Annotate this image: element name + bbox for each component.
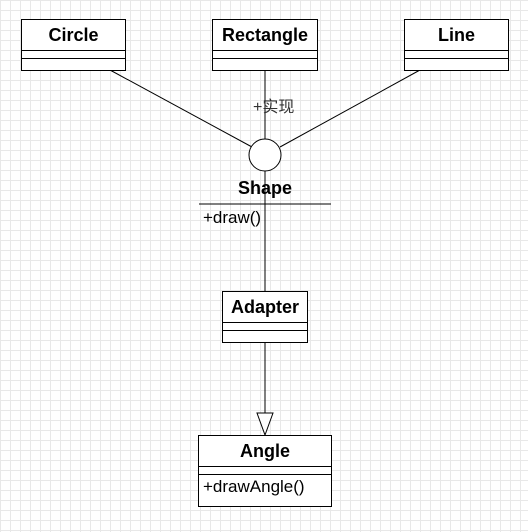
class-line-name: Line <box>405 20 508 51</box>
class-rectangle-name: Rectangle <box>213 20 317 51</box>
class-angle[interactable]: Angle +drawAngle() <box>198 435 332 507</box>
class-adapter-name: Adapter <box>223 292 307 323</box>
shape-interface-lollipop <box>248 138 282 172</box>
inheritance-arrowhead <box>256 412 274 437</box>
class-line[interactable]: Line <box>404 19 509 71</box>
realization-label: +实现 <box>253 99 295 116</box>
class-rectangle-attributes <box>213 51 317 59</box>
circle-to-shape-connector <box>109 69 253 148</box>
class-angle-name: Angle <box>199 436 331 467</box>
class-line-attributes <box>405 51 508 59</box>
class-rectangle[interactable]: Rectangle <box>212 19 318 71</box>
class-circle-attributes <box>22 51 125 59</box>
shape-interface-name: Shape <box>237 178 293 198</box>
class-angle-method: +drawAngle() <box>203 477 305 496</box>
line-to-shape-connector <box>279 69 421 148</box>
class-adapter[interactable]: Adapter <box>222 291 308 343</box>
class-adapter-attributes <box>223 323 307 331</box>
class-angle-attributes <box>199 467 331 475</box>
class-circle[interactable]: Circle <box>21 19 126 71</box>
class-circle-name: Circle <box>22 20 125 51</box>
shape-interface-method: +draw() <box>203 208 262 227</box>
